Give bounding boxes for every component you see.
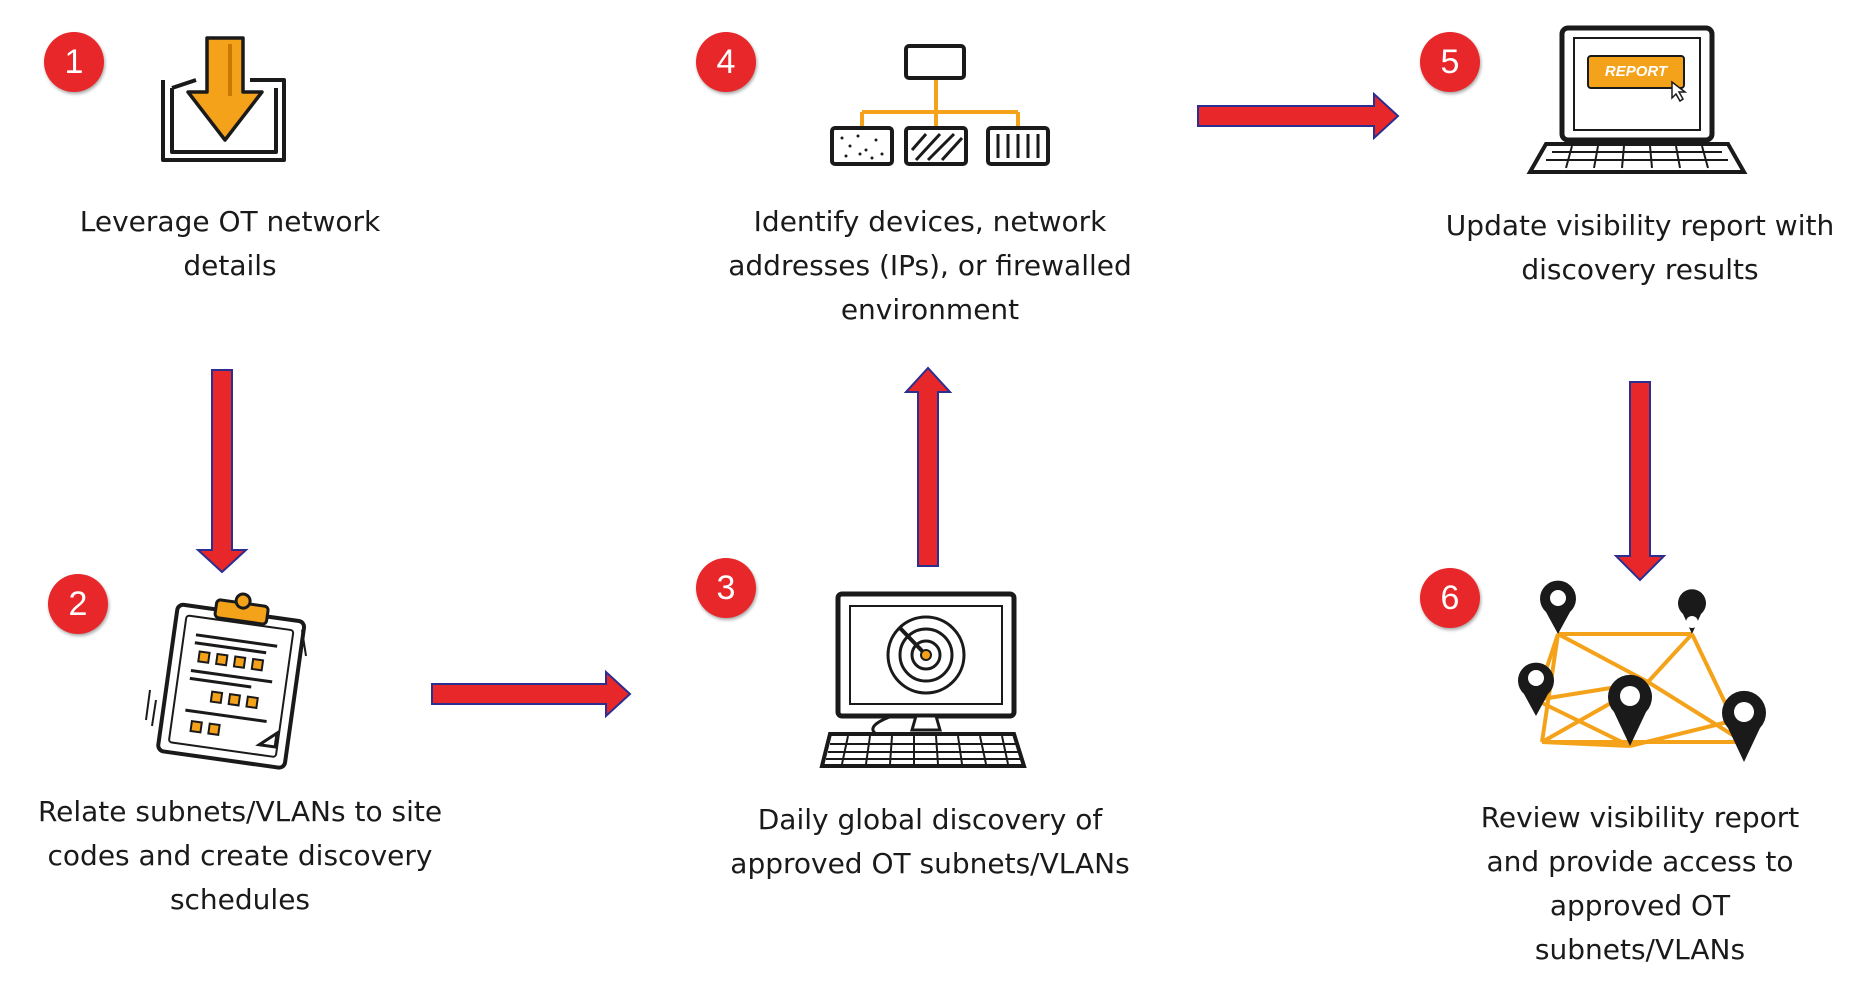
arrow-step5-to-step6: [1613, 381, 1667, 582]
step-4-badge: 4: [696, 32, 756, 92]
report-screen-label: REPORT: [1604, 63, 1668, 80]
step-3-badge: 3: [696, 558, 756, 618]
arrow-step1-to-step2: [195, 369, 249, 574]
step-1-badge: 1: [44, 32, 104, 92]
step-2-badge: 2: [48, 574, 108, 634]
step-6-badge: 6: [1420, 568, 1480, 628]
step-5-badge: 5: [1420, 32, 1480, 92]
arrow-step2-to-step3: [431, 669, 632, 719]
arrow-step3-to-step4: [903, 366, 953, 567]
arrow-step4-to-step5: [1197, 91, 1400, 141]
